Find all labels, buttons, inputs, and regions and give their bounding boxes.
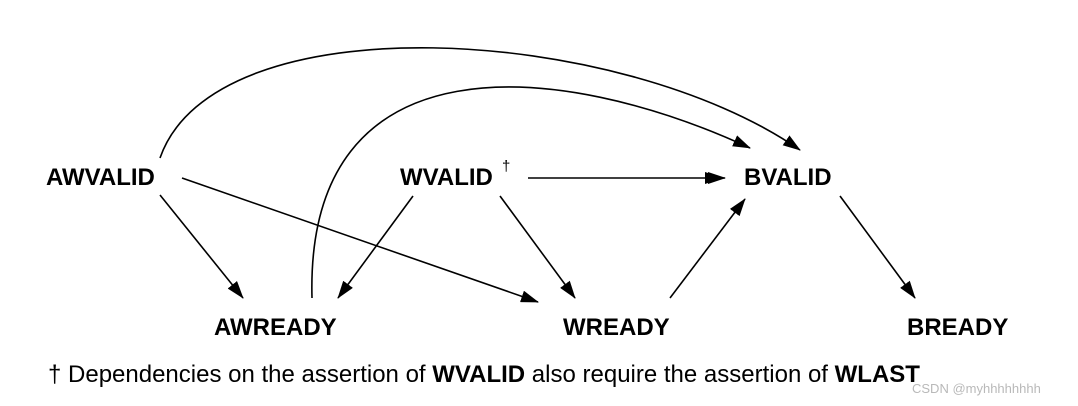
- footnote-signal-wlast: WLAST: [834, 361, 920, 388]
- arrow-awvalid-to-awready: [159, 194, 244, 299]
- arrow-awvalid-to-bvalid: [159, 46, 801, 159]
- footnote-signal-wvalid: WVALID: [432, 361, 526, 388]
- node-bready: BREADY: [907, 314, 1008, 341]
- node-awready: AWREADY: [214, 314, 337, 341]
- node-wready: WREADY: [563, 314, 670, 341]
- footnote: † Dependencies on the assertion of WVALI…: [48, 360, 920, 390]
- arrow-wvalid-to-wready: [499, 195, 576, 299]
- footnote-prefix: † Dependencies on the assertion of: [48, 361, 433, 388]
- arrow-bvalid-to-bready: [839, 195, 916, 299]
- node-awvalid: AWVALID: [46, 164, 155, 191]
- node-wvalid-dagger: †: [502, 158, 510, 175]
- dependency-arrows: [159, 46, 916, 303]
- signal-nodes: AWVALID WVALID † BVALID AWREADY WREADY B…: [46, 158, 1008, 341]
- arrow-awvalid-to-wready: [181, 177, 539, 303]
- watermark: CSDN @myhhhhhhhh: [912, 381, 1041, 396]
- arrow-wvalid-to-awready: [337, 195, 414, 299]
- footnote-middle: also require the assertion of: [525, 361, 835, 388]
- node-wvalid: WVALID: [400, 164, 493, 191]
- arrow-wready-to-bvalid: [669, 198, 746, 299]
- arrow-awready-to-bvalid: [311, 86, 751, 299]
- node-bvalid: BVALID: [744, 164, 832, 191]
